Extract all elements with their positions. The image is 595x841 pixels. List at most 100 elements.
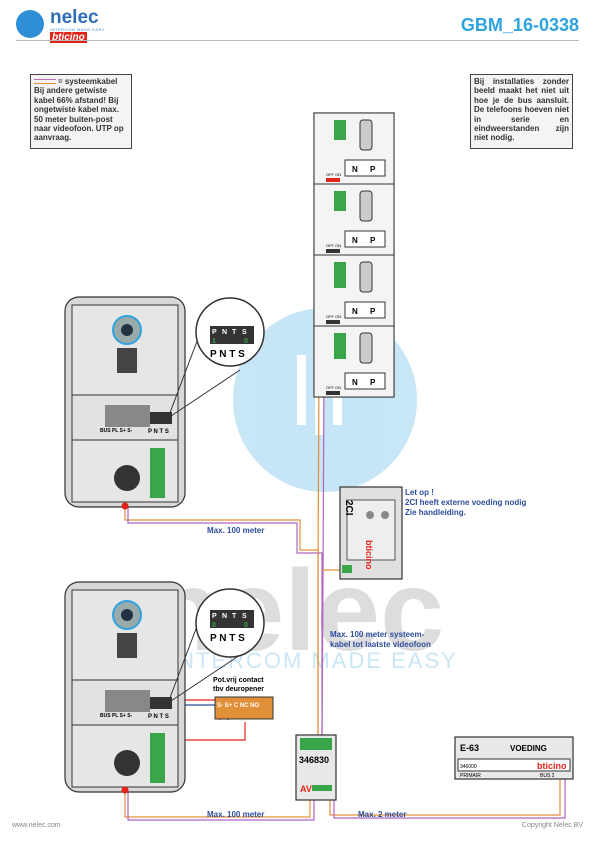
interface-terminal-icon — [312, 785, 332, 791]
led-icon — [121, 502, 129, 510]
supply-part: 346000 — [460, 764, 477, 770]
terminal-label: P N T S — [148, 429, 169, 435]
supply-label: VOEDING — [510, 744, 547, 753]
off-on-label: OFF ON — [326, 314, 341, 319]
monitor-unit: N P OFF ON — [313, 254, 395, 327]
nelec-logo-icon — [16, 10, 44, 38]
splitter-panel — [346, 499, 396, 561]
off-on-label: OFF ON — [326, 243, 341, 248]
speaker-grille-icon — [105, 690, 150, 712]
camera-pupil-icon — [121, 324, 133, 336]
dip-switch-block — [210, 326, 254, 344]
terminal-p: P — [370, 307, 376, 316]
terminal-p: P — [370, 378, 376, 387]
cable-supply-purple — [333, 778, 566, 819]
outdoor-station-bottom: P N T S BUS PL S+ S- — [64, 581, 186, 794]
off-on-label: OFF ON — [326, 385, 341, 390]
off-on-label: OFF ON — [326, 172, 341, 177]
document-code: GBM_16-0338 — [460, 15, 579, 35]
monitor-unit: N P OFF ON — [313, 183, 395, 256]
max-distance-label: Max. 100 meter — [207, 526, 264, 535]
max-distance-label: Max. 100 meter — [207, 810, 264, 819]
terminal-n: N — [352, 165, 358, 174]
zoom-bottom: P N T S 0 0 P N T S — [167, 588, 265, 704]
zoom-top: P N T S 1 0 P N T S — [167, 297, 265, 419]
cable-supply-orange — [329, 778, 561, 816]
dip-value: 0 — [244, 338, 248, 345]
call-button-icon — [114, 465, 140, 491]
relay-terminal-block — [214, 696, 274, 720]
dip-value: 0 — [212, 622, 216, 629]
dip-head: T — [232, 613, 237, 620]
cable-note-text: Bij andere getwiste kabel 66% afstand! B… — [34, 86, 124, 143]
supply-box — [454, 736, 574, 780]
cable-relay-red — [162, 722, 246, 741]
power-supply-e63: E-63 VOEDING 346000 bticino PRIMAIR BUS … — [454, 736, 574, 780]
watermark-bar — [297, 355, 306, 425]
call-button-icon — [114, 750, 140, 776]
max-system-label: Max. 100 meter systeem- — [330, 630, 425, 639]
bus-terminal-icon — [334, 120, 346, 140]
np-terminal — [344, 230, 386, 248]
terminal-block — [150, 697, 172, 709]
monitor-column: N P OFF ON N P OFF ON N P OFF ON — [313, 112, 395, 398]
splitter-2ci: 2CI bticino — [339, 486, 403, 580]
cable-note: = systeemkabel Bij andere getwiste kabel… — [30, 74, 132, 149]
splitter-knob-icon — [381, 511, 389, 519]
interface-terminal-icon — [300, 738, 332, 750]
footer-url[interactable]: www.nelec.com — [12, 822, 61, 829]
dip-switch-icon — [326, 320, 340, 324]
handset-icon — [359, 119, 373, 151]
dip-switch-icon — [326, 391, 340, 395]
interface-code: 346830 — [299, 755, 329, 765]
dip-head: N — [222, 613, 227, 620]
voeding-line1: 2CI heeft externe voeding nodig — [405, 498, 526, 507]
camera-flex — [117, 348, 137, 373]
zoom-line — [167, 369, 241, 419]
bus-terminal-icon — [334, 262, 346, 288]
dip-head: P — [212, 613, 217, 620]
dip-head: N — [222, 329, 227, 336]
np-terminal — [344, 301, 386, 319]
terminal-block — [150, 412, 172, 424]
voeding-line2: Zie handleiding. — [405, 508, 466, 517]
supply-primair: PRIMAIR — [460, 773, 481, 779]
outdoor-station-top: P N T S BUS PL S+ S- — [64, 296, 186, 510]
monitor-unit: N P OFF ON — [313, 325, 395, 398]
dip-switch-block — [210, 610, 254, 628]
button-terminal-icon — [150, 733, 165, 783]
zoom-pnts: P N T S — [210, 633, 245, 644]
cable-purple — [127, 505, 323, 736]
relay-label: tbv deuropener — [213, 686, 264, 693]
terminal-n: N — [352, 378, 358, 387]
np-terminal — [344, 372, 386, 390]
terminal-n: N — [352, 307, 358, 316]
dip-value: 1 — [212, 338, 216, 345]
relay-label: Pot.vrij contact — [213, 677, 264, 684]
bus-terminal-icon — [334, 191, 346, 211]
header-divider — [16, 40, 579, 41]
splitter-terminal-icon — [342, 565, 352, 573]
splitter-brand: bticino — [364, 540, 374, 570]
terminal-label: P N T S — [148, 714, 169, 720]
bus-note-text: Bij installaties zonder beeld maakt het … — [474, 77, 569, 143]
logo-text: nelec — [50, 7, 99, 28]
bus-note: Bij installaties zonder beeld maakt het … — [470, 74, 573, 149]
terminal-p: P — [370, 165, 376, 174]
bticino-brand: bticino — [50, 32, 87, 43]
voeding-title: Let op ! — [405, 488, 434, 497]
handset-icon — [359, 190, 373, 222]
bus-terminal-label: BUS PL S+ S- — [100, 428, 133, 434]
dip-head: S — [242, 613, 247, 620]
legend-label: = systeemkabel — [58, 77, 118, 86]
max-2m-label: Max. 2 meter — [358, 810, 406, 819]
button-terminal-icon — [150, 448, 165, 498]
camera-flex — [117, 633, 137, 658]
handset-icon — [359, 261, 373, 293]
terminal-p: P — [370, 236, 376, 245]
bus-terminal-icon — [334, 333, 346, 359]
supply-label-panel — [457, 758, 571, 772]
dip-head: S — [242, 329, 247, 336]
interface-346830: 346830 AV — [295, 734, 337, 801]
